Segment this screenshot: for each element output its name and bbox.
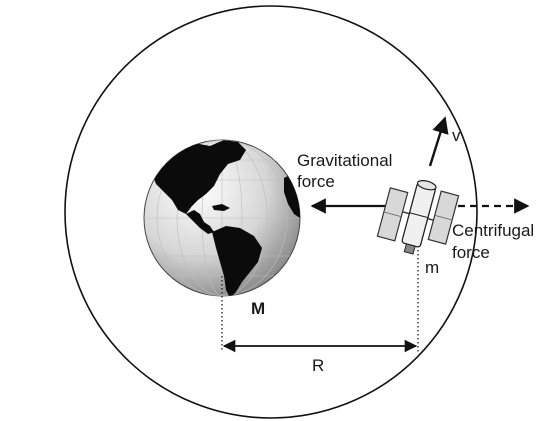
radius-label: R bbox=[312, 356, 324, 375]
orbit-circle bbox=[64, 5, 478, 419]
velocity-arrow bbox=[428, 116, 449, 167]
satellite bbox=[376, 180, 460, 255]
velocity-label: v bbox=[452, 126, 461, 145]
gravitational-force-label-line2: force bbox=[297, 172, 335, 191]
centrifugal-force-label-line1: Centrifugal bbox=[452, 221, 534, 240]
earth-globe bbox=[143, 139, 301, 297]
satellite-mass-label: m bbox=[425, 258, 439, 277]
centrifugal-force-label-line2: force bbox=[452, 243, 490, 262]
gravitational-force-label-line1: Gravitational bbox=[297, 151, 392, 170]
planet-mass-label: M bbox=[251, 299, 265, 318]
